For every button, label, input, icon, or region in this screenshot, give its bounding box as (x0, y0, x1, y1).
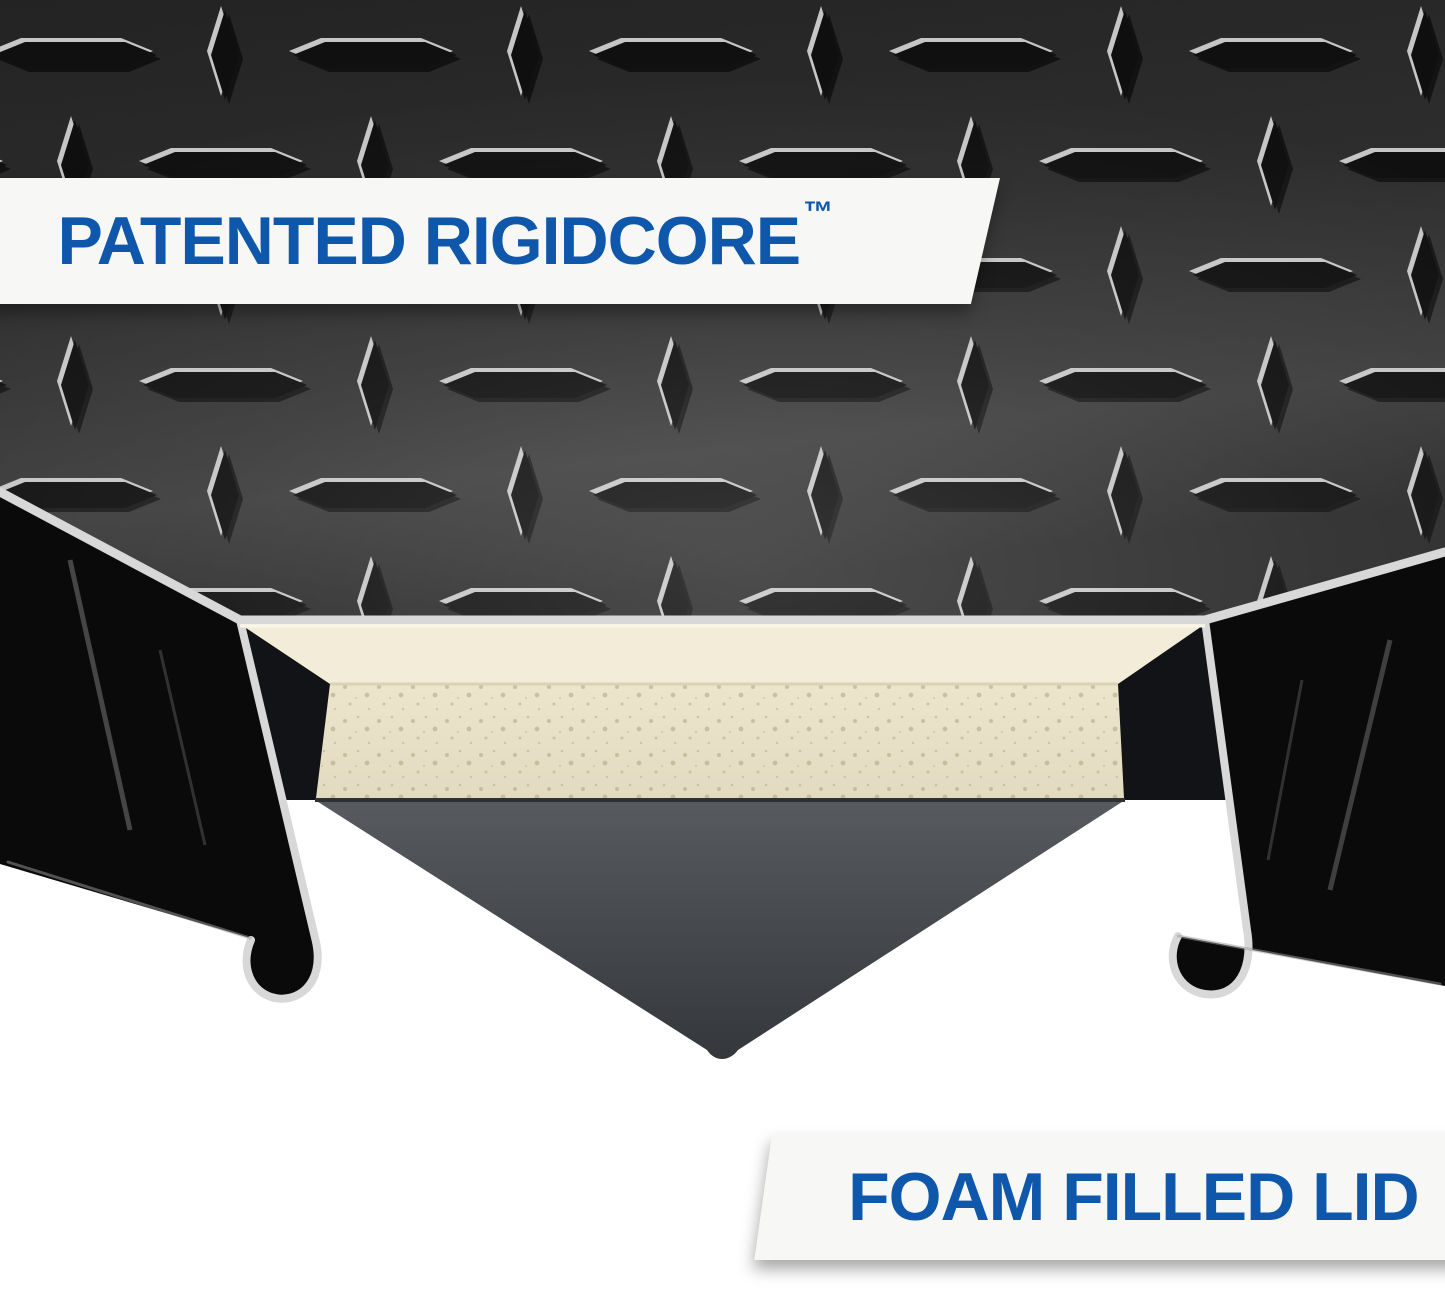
trademark-symbol: ™ (803, 196, 834, 229)
callout-rigidcore-text: PATENTED RIGIDCORE (57, 203, 801, 279)
lid-front-silver-edge (0, 487, 1445, 625)
callout-foam-text: FOAM FILLED LID (847, 1159, 1419, 1235)
foam-core (240, 624, 1205, 798)
callout-foam-inner: FOAM FILLED LID (848, 1158, 1418, 1236)
callout-rigidcore-inner: PATENTED RIGIDCORE™ (57, 196, 833, 280)
lid-silver-edges (0, 487, 1445, 1003)
callout-patented-rigidcore: PATENTED RIGIDCORE™ (0, 178, 1000, 304)
right-silver-hook-edge (1168, 616, 1253, 999)
left-silver-hook-edge (236, 616, 322, 1003)
left-hem-edge (0, 492, 320, 1000)
callout-foam-filled-lid: FOAM FILLED LID (754, 1134, 1445, 1260)
lid-underside (315, 800, 1125, 1059)
foam-core-bevel (240, 624, 1205, 684)
diamond-plate-lid-surface (0, 0, 1445, 620)
